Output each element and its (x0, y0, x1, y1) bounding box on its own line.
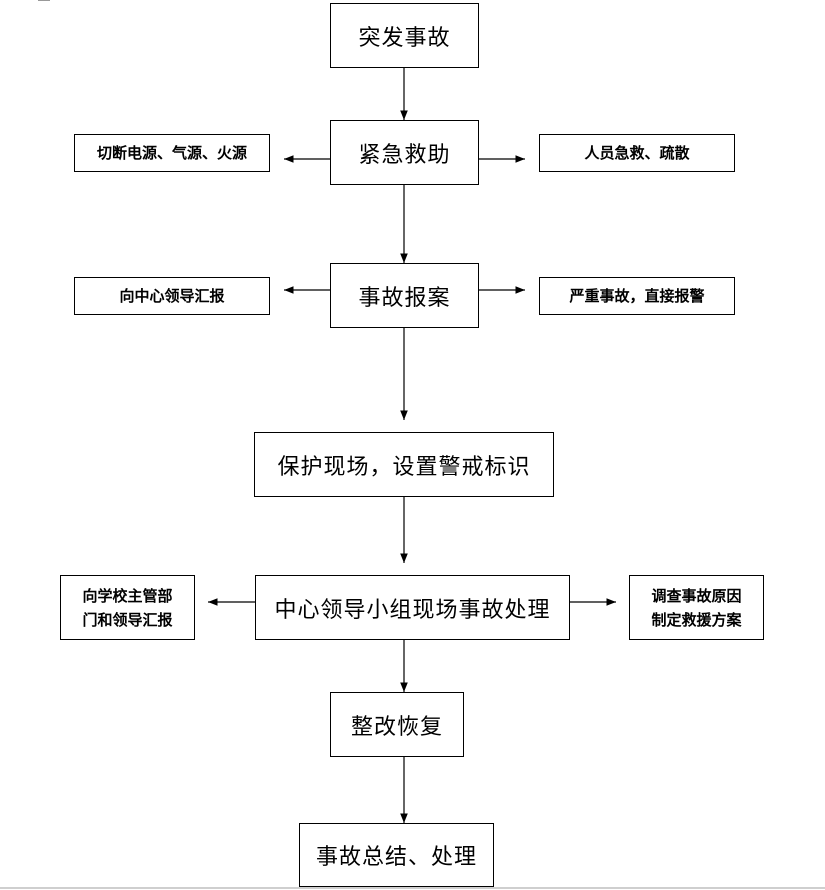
node-report-center-label: 向中心领导汇报 (119, 287, 225, 305)
node-report-school: 向学校主管部 门和领导汇报 (60, 575, 195, 640)
node-rectify: 整改恢复 (330, 692, 464, 757)
node-report-school-line2: 门和领导汇报 (82, 610, 173, 629)
node-investigate-line1: 调查事故原因 (651, 586, 742, 605)
node-serious-alarm: 严重事故，直接报警 (539, 277, 735, 315)
node-onsite-handling-label: 中心领导小组现场事故处理 (274, 597, 551, 623)
node-protect-scene: 保护现场，设置警戒标识 (254, 432, 554, 497)
node-incident-label: 突发事故 (358, 25, 451, 51)
node-report-case: 事故报案 (330, 263, 479, 328)
node-evacuate: 人员急救、疏散 (539, 134, 735, 172)
node-summary-label: 事故总结、处理 (315, 845, 477, 870)
node-report-center: 向中心领导汇报 (74, 277, 270, 315)
node-onsite-handling: 中心领导小组现场事故处理 (255, 575, 570, 640)
node-evacuate-label: 人员急救、疏散 (584, 144, 690, 162)
node-cut-power: 切断电源、气源、火源 (74, 134, 270, 172)
node-report-school-line1: 向学校主管部 (82, 586, 173, 605)
node-investigate: 调查事故原因 制定救援方案 (629, 575, 764, 640)
node-rectify-label: 整改恢复 (350, 714, 443, 740)
node-investigate-line2: 制定救援方案 (651, 610, 742, 629)
node-incident: 突发事故 (330, 3, 479, 68)
node-cut-power-label: 切断电源、气源、火源 (96, 144, 247, 162)
node-serious-alarm-label: 严重事故，直接报警 (569, 287, 705, 305)
page-bottom-border (0, 887, 825, 889)
node-report-case-label: 事故报案 (358, 285, 451, 311)
node-summary: 事故总结、处理 (299, 823, 494, 887)
node-rescue: 紧急救助 (330, 120, 479, 185)
node-protect-scene-label: 保护现场，设置警戒标识 (277, 454, 531, 480)
node-rescue-label: 紧急救助 (358, 142, 451, 168)
corner-mark (38, 0, 50, 1)
